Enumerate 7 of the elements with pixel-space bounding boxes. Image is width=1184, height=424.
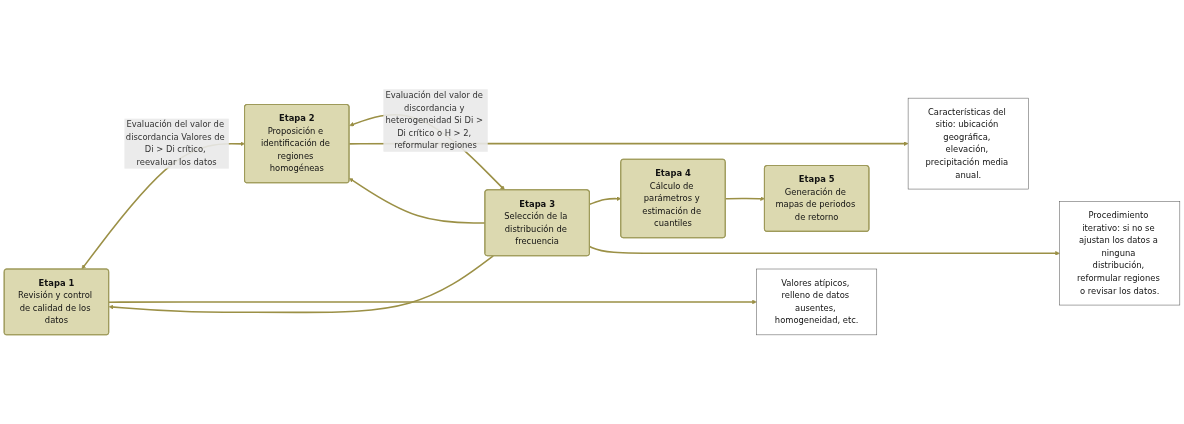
arrow	[108, 299, 757, 305]
node-box: Procedimiento iterativo: si no se ajustan los datos a ninguna distribución, reformular regiones o revisar los datos.	[1059, 201, 1181, 306]
edge-label: Evaluación del valor de discordancia Valores de Di > Di crítico, reevaluar los datos	[125, 119, 225, 168]
node-box: Características del sitio: ubicación geográfica, elevación, precipitación media anual.	[907, 97, 1029, 190]
edge-label: Evaluación del valor de discordancia y heterogeneidad Si Di > Di crítico o H > 2, reformular regiones	[385, 90, 483, 151]
arrow	[108, 255, 495, 314]
node-box: Valores atípicos, relleno de datos ausentes, homogeneidad, etc.	[756, 268, 878, 336]
